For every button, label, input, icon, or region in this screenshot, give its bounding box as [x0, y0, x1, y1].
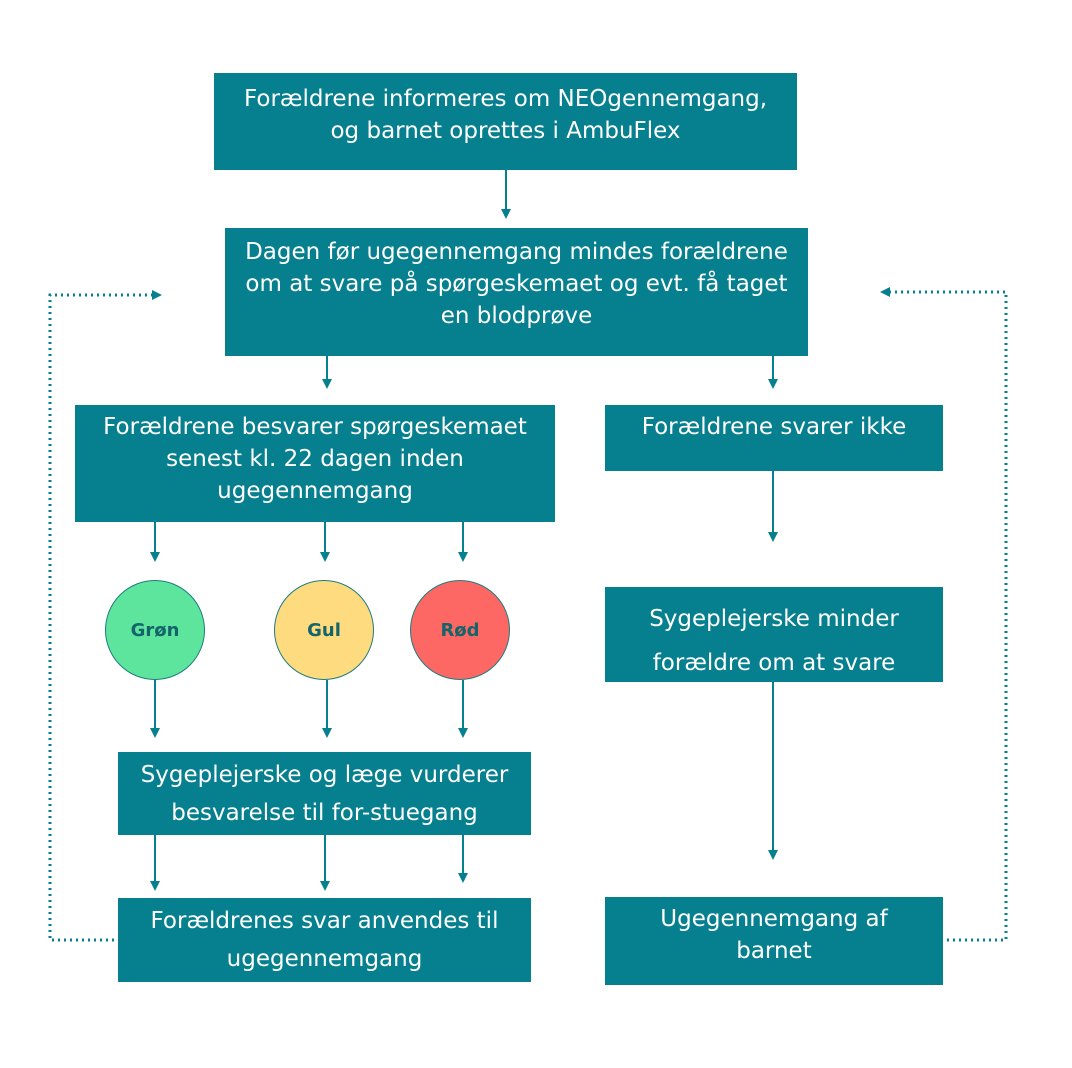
loop-back-right [880, 287, 1008, 942]
node-inform: Forældrene informeres om NEOgennemgang, … [214, 73, 797, 170]
node-inform-label: Forældrene informeres om NEOgennemgang, … [243, 86, 768, 144]
circle-yellow-label: Gul [307, 619, 341, 641]
node-reminder: Dagen før ugegennemgang mindes forældren… [225, 228, 808, 356]
circle-red-label: Rød [440, 619, 480, 641]
node-reminder-label: Dagen før ugegennemgang mindes forældren… [245, 239, 788, 329]
circle-green: Grøn [105, 580, 205, 680]
node-no-answer-label: Forældrene svarer ikke [641, 414, 907, 440]
node-review-label: Ugegennemgang af barnet [660, 906, 888, 964]
node-assess: Sygeplejerske og læge vurderer besvarels… [118, 752, 531, 835]
node-assess-label: Sygeplejerske og læge vurderer besvarels… [140, 762, 509, 826]
node-used-label: Forældrenes svar anvendes til ugegennemg… [150, 908, 499, 972]
circle-yellow: Gul [274, 580, 374, 680]
loop-back-left [48, 290, 162, 942]
node-answers: Forældrene besvarer spørgeskemaet senest… [75, 405, 555, 522]
circle-red: Rød [410, 580, 510, 680]
node-nurse-reminds: Sygeplejerske minder forældre om at svar… [605, 587, 943, 682]
node-review: Ugegennemgang af barnet [605, 897, 943, 985]
circle-green-label: Grøn [130, 619, 180, 641]
node-no-answer: Forældrene svarer ikke [605, 405, 943, 471]
node-answers-label: Forældrene besvarer spørgeskemaet senest… [103, 414, 527, 504]
node-nurse-reminds-label: Sygeplejerske minder forældre om at svar… [649, 606, 899, 676]
node-used: Forældrenes svar anvendes til ugegennemg… [118, 898, 531, 982]
